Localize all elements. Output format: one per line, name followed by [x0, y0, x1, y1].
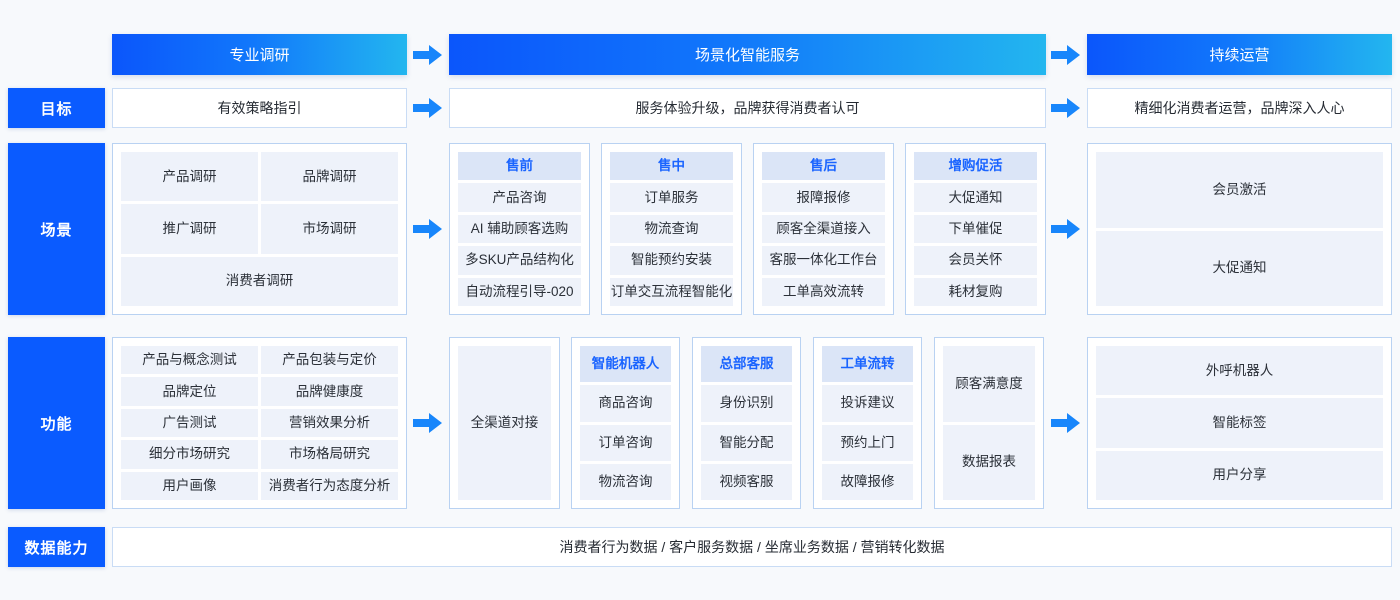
scene-col-item[interactable]: 产品咨询: [458, 183, 581, 212]
function-col-head[interactable]: 总部客服: [701, 346, 792, 383]
scene-col-item[interactable]: 多SKU产品结构化: [458, 246, 581, 275]
scene-col-item[interactable]: 会员关怀: [914, 246, 1037, 275]
row-label-function-text: 功能: [40, 415, 73, 433]
function-research-cell[interactable]: 消费者行为态度分析: [261, 471, 398, 500]
function-research-cell[interactable]: 品牌定位: [121, 377, 258, 406]
scene-col-item[interactable]: 订单服务: [610, 183, 733, 212]
function-research-panel: 产品与概念测试 产品包装与定价 品牌定位 品牌健康度 广告测试 营销效果分析 细…: [112, 337, 407, 509]
arrow-right-icon: [413, 412, 443, 434]
scene-ops-item[interactable]: 会员激活: [1096, 152, 1383, 228]
function-research-cell[interactable]: 广告测试: [121, 408, 258, 438]
row-label-scene: 场景: [8, 143, 105, 315]
function-research-cell[interactable]: 细分市场研究: [121, 440, 258, 469]
scene-ops-panel: 会员激活 大促通知: [1087, 143, 1392, 315]
goal-box-2-text: 服务体验升级，品牌获得消费者认可: [635, 100, 860, 116]
scene-service-col-aftersale: 售后 报障报修 顾客全渠道接入 客服一体化工作台 工单高效流转: [753, 143, 894, 315]
function-col-item[interactable]: 身份识别: [701, 385, 792, 422]
function-research-cell[interactable]: 产品包装与定价: [261, 346, 398, 375]
row-label-goal: 目标: [8, 88, 105, 128]
scene-col-item[interactable]: 大促通知: [914, 183, 1037, 212]
function-research-cell[interactable]: 用户画像: [121, 471, 258, 500]
scene-col-item[interactable]: 报障报修: [762, 183, 885, 212]
stage-header-2: 场景化智能服务: [449, 34, 1046, 75]
scene-research-cell[interactable]: 产品调研: [121, 152, 258, 202]
scene-col-item[interactable]: 物流查询: [610, 214, 733, 244]
function-col-item[interactable]: 商品咨询: [580, 385, 671, 422]
function-research-cell[interactable]: 品牌健康度: [261, 377, 398, 406]
function-ops-item[interactable]: 智能标签: [1096, 398, 1383, 448]
arrow-right-icon: [413, 44, 443, 66]
scene-research-cell[interactable]: 市场调研: [261, 204, 398, 254]
function-col-head[interactable]: 工单流转: [822, 346, 913, 383]
function-col-item[interactable]: 故障报修: [822, 463, 913, 500]
function-col-ticket-flow: 工单流转 投诉建议 预约上门 故障报修: [813, 337, 922, 509]
function-channel-item[interactable]: 全渠道对接: [458, 346, 551, 500]
scene-col-item[interactable]: 客服一体化工作台: [762, 246, 885, 275]
scene-ops-item[interactable]: 大促通知: [1096, 230, 1383, 306]
function-col-item[interactable]: 订单咨询: [580, 424, 671, 461]
scene-research-panel: 产品调研 品牌调研 推广调研 市场调研 消费者调研: [112, 143, 407, 315]
row-label-scene-text: 场景: [40, 221, 73, 239]
function-col-robot: 智能机器人 商品咨询 订单咨询 物流咨询: [571, 337, 680, 509]
function-col-item[interactable]: 物流咨询: [580, 463, 671, 500]
stage-header-2-label: 场景化智能服务: [694, 47, 800, 64]
row-label-data-capability: 数据能力: [8, 527, 105, 567]
scene-col-item[interactable]: 顾客全渠道接入: [762, 214, 885, 244]
stage-header-3-label: 持续运营: [1209, 47, 1270, 64]
scene-col-item[interactable]: 下单催促: [914, 214, 1037, 244]
arrow-right-icon: [1051, 412, 1081, 434]
scene-col-item[interactable]: 订单交互流程智能化: [610, 277, 733, 307]
scene-col-head[interactable]: 售后: [762, 152, 885, 181]
function-research-cell[interactable]: 营销效果分析: [261, 408, 398, 438]
arrow-right-icon: [413, 97, 443, 119]
row-label-function: 功能: [8, 337, 105, 509]
function-col-head[interactable]: 智能机器人: [580, 346, 671, 383]
scene-col-item[interactable]: 自动流程引导-020: [458, 277, 581, 307]
function-ops-item[interactable]: 外呼机器人: [1096, 346, 1383, 396]
function-report-item[interactable]: 数据报表: [943, 424, 1035, 500]
scene-research-cell-wide[interactable]: 消费者调研: [121, 256, 398, 306]
scene-research-cell[interactable]: 品牌调研: [261, 152, 398, 202]
scene-col-head[interactable]: 售前: [458, 152, 581, 181]
stage-header-3: 持续运营: [1087, 34, 1392, 75]
arrow-right-icon: [1051, 218, 1081, 240]
stage-header-1: 专业调研: [112, 34, 407, 75]
function-ops-panel: 外呼机器人 智能标签 用户分享: [1087, 337, 1392, 509]
function-ops-item[interactable]: 用户分享: [1096, 450, 1383, 500]
arrow-right-icon: [413, 218, 443, 240]
arrow-right-icon: [1051, 97, 1081, 119]
data-capability-text: 消费者行为数据 / 客户服务数据 / 坐席业务数据 / 营销转化数据: [559, 539, 945, 555]
stage-header-1-label: 专业调研: [229, 47, 290, 64]
row-label-data-capability-text: 数据能力: [24, 539, 89, 557]
function-channel-panel: 全渠道对接: [449, 337, 560, 509]
scene-col-item[interactable]: 智能预约安装: [610, 246, 733, 275]
scene-service-col-upsell: 增购促活 大促通知 下单催促 会员关怀 耗材复购: [905, 143, 1046, 315]
scene-col-head[interactable]: 增购促活: [914, 152, 1037, 181]
scene-service-col-presale: 售前 产品咨询 AI 辅助顾客选购 多SKU产品结构化 自动流程引导-020: [449, 143, 590, 315]
data-capability-box: 消费者行为数据 / 客户服务数据 / 坐席业务数据 / 营销转化数据: [112, 527, 1392, 567]
goal-box-1-text: 有效策略指引: [217, 100, 302, 116]
function-col-item[interactable]: 智能分配: [701, 424, 792, 461]
function-research-cell[interactable]: 市场格局研究: [261, 440, 398, 469]
scene-col-item[interactable]: AI 辅助顾客选购: [458, 214, 581, 244]
function-reports-panel: 顾客满意度 数据报表: [934, 337, 1044, 509]
function-col-item[interactable]: 投诉建议: [822, 385, 913, 422]
goal-box-2: 服务体验升级，品牌获得消费者认可: [449, 88, 1046, 128]
scene-service-col-insale: 售中 订单服务 物流查询 智能预约安装 订单交互流程智能化: [601, 143, 742, 315]
function-report-item[interactable]: 顾客满意度: [943, 346, 1035, 422]
scene-col-head[interactable]: 售中: [610, 152, 733, 181]
row-label-goal-text: 目标: [40, 100, 73, 118]
scene-col-item[interactable]: 工单高效流转: [762, 277, 885, 307]
arrow-right-icon: [1051, 44, 1081, 66]
goal-box-3-text: 精细化消费者运营，品牌深入人心: [1134, 100, 1345, 116]
goal-box-3: 精细化消费者运营，品牌深入人心: [1087, 88, 1392, 128]
function-col-hq-service: 总部客服 身份识别 智能分配 视频客服: [692, 337, 801, 509]
function-research-cell[interactable]: 产品与概念测试: [121, 346, 258, 375]
function-col-item[interactable]: 视频客服: [701, 463, 792, 500]
function-col-item[interactable]: 预约上门: [822, 424, 913, 461]
goal-box-1: 有效策略指引: [112, 88, 407, 128]
scene-research-cell[interactable]: 推广调研: [121, 204, 258, 254]
scene-col-item[interactable]: 耗材复购: [914, 277, 1037, 307]
